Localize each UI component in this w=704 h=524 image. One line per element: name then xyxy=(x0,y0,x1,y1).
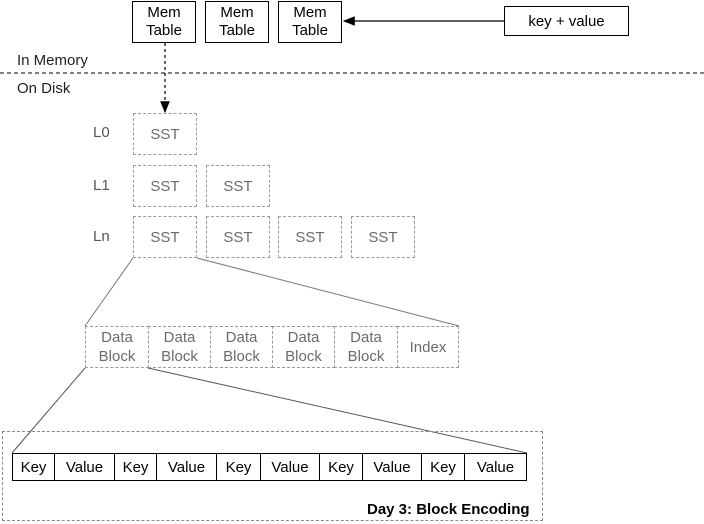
memtable-3-line2: Table xyxy=(292,22,328,39)
entry-4-key: Key xyxy=(319,453,363,481)
entry-5-key-label: Key xyxy=(430,458,456,476)
sst-ln-4-label: SST xyxy=(368,228,398,246)
sst-ln-3: SST xyxy=(278,216,342,258)
entry-1-key-label: Key xyxy=(20,458,47,476)
sst-l0-1: SST xyxy=(133,113,197,155)
entry-3-value: Value xyxy=(260,453,320,481)
block-expand-left xyxy=(11,367,86,454)
data-block-1-line2: Block xyxy=(98,348,136,365)
entry-4-value: Value xyxy=(362,453,422,481)
data-block-3: Data Block xyxy=(210,326,273,368)
data-block-5-line1: Data xyxy=(350,329,382,346)
entry-2-key: Key xyxy=(114,453,157,481)
level-label-ln: Ln xyxy=(93,228,110,245)
entry-2-key-label: Key xyxy=(122,458,149,476)
input-key-value-label: key + value xyxy=(528,12,605,30)
input-key-value-box: key + value xyxy=(504,6,629,36)
sst-ln-4: SST xyxy=(351,216,415,258)
data-block-3-line2: Block xyxy=(223,348,260,365)
level-label-l1: L1 xyxy=(93,177,110,194)
sst-ln-2: SST xyxy=(206,216,270,258)
on-disk-label: On Disk xyxy=(17,80,71,97)
entry-3-key: Key xyxy=(216,453,261,481)
entry-4-value-label: Value xyxy=(373,458,411,476)
sst-l1-2: SST xyxy=(206,165,270,207)
entry-2-value: Value xyxy=(156,453,217,481)
entry-5-value-label: Value xyxy=(476,458,515,476)
sst-ln-3-label: SST xyxy=(295,228,325,246)
sst-l1-1-label: SST xyxy=(150,177,180,195)
entry-3-value-label: Value xyxy=(271,458,309,476)
sst-l1-1: SST xyxy=(133,165,197,207)
memtable-2-line2: Table xyxy=(219,22,255,39)
diagram-caption: Day 3: Block Encoding xyxy=(367,501,530,518)
block-encoding-container xyxy=(2,431,543,521)
data-block-1-line1: Data xyxy=(101,329,133,346)
data-block-4-line1: Data xyxy=(287,329,320,346)
entry-1-value: Value xyxy=(54,453,115,481)
data-block-5: Data Block xyxy=(334,326,398,368)
entry-2-value-label: Value xyxy=(167,458,206,476)
memtable-1: Mem Table xyxy=(132,1,196,43)
sst-ln-1-label: SST xyxy=(150,228,180,246)
memtable-1-line1: Mem xyxy=(147,4,181,21)
data-block-4: Data Block xyxy=(272,326,335,368)
entry-5-key: Key xyxy=(421,453,465,481)
index-block: Index xyxy=(397,326,459,368)
entry-3-key-label: Key xyxy=(225,458,252,476)
level-label-l0: L0 xyxy=(93,124,110,141)
memtable-2: Mem Table xyxy=(205,1,269,43)
data-block-2-line1: Data xyxy=(163,329,196,346)
sst-ln-2-label: SST xyxy=(223,228,253,246)
sst-ln-1: SST xyxy=(133,216,197,258)
entry-5-value: Value xyxy=(464,453,527,481)
index-block-label: Index xyxy=(409,338,447,356)
memtable-2-line1: Mem xyxy=(220,4,254,21)
data-block-4-line2: Block xyxy=(285,348,322,365)
block-expand-right xyxy=(147,367,528,454)
sst-l0-1-label: SST xyxy=(150,125,180,143)
entry-1-key: Key xyxy=(12,453,55,481)
sst-expand-left xyxy=(84,257,134,327)
in-memory-label: In Memory xyxy=(17,52,88,69)
memtable-1-line2: Table xyxy=(146,22,182,39)
entry-1-value-label: Value xyxy=(65,458,104,476)
memtable-3-line1: Mem xyxy=(293,4,327,21)
sst-l1-2-label: SST xyxy=(223,177,253,195)
sst-expand-right xyxy=(196,257,460,327)
data-block-3-line1: Data xyxy=(225,329,258,346)
memtable-3: Mem Table xyxy=(278,1,342,43)
entry-4-key-label: Key xyxy=(328,458,354,476)
data-block-5-line2: Block xyxy=(347,348,385,365)
data-block-2-line2: Block xyxy=(161,348,198,365)
data-block-2: Data Block xyxy=(148,326,211,368)
data-block-1: Data Block xyxy=(85,326,149,368)
